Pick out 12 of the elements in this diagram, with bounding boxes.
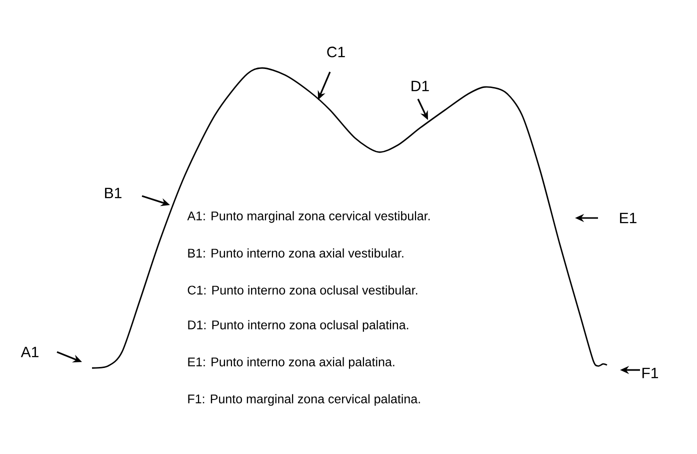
point-label: A1: [20, 346, 38, 358]
description-text: D1: Punto interno zona oclusal palatina.: [188, 320, 408, 332]
description-text: E1: Punto interno zona axial palatina.: [188, 357, 394, 369]
point-label: C1: [327, 46, 345, 58]
description-text: C1: Punto interno zona oclusal vestibular.: [188, 285, 418, 295]
point-label: E1: [620, 212, 636, 224]
point-label: F1: [642, 368, 658, 378]
point-label: D1: [412, 80, 429, 92]
point-label: B1: [105, 188, 122, 198]
description-text: B1: Punto interno zona axial vestibular.: [188, 248, 404, 258]
description-text: A1: Punto marginal zona cervical vestibular.: [187, 211, 430, 223]
description-text: F1: Punto marginal zona cervical palatina.: [188, 394, 420, 406]
